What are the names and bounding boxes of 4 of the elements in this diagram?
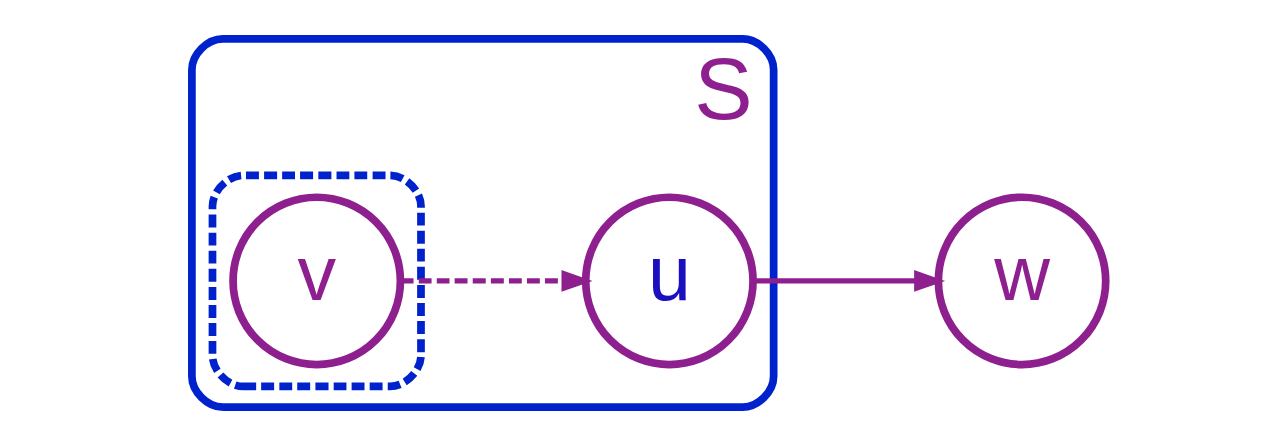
node-circle: u bbox=[581, 193, 757, 369]
cluster bbox=[208, 171, 425, 391]
node-circle: w bbox=[934, 193, 1110, 369]
node-circle: v bbox=[228, 193, 404, 369]
